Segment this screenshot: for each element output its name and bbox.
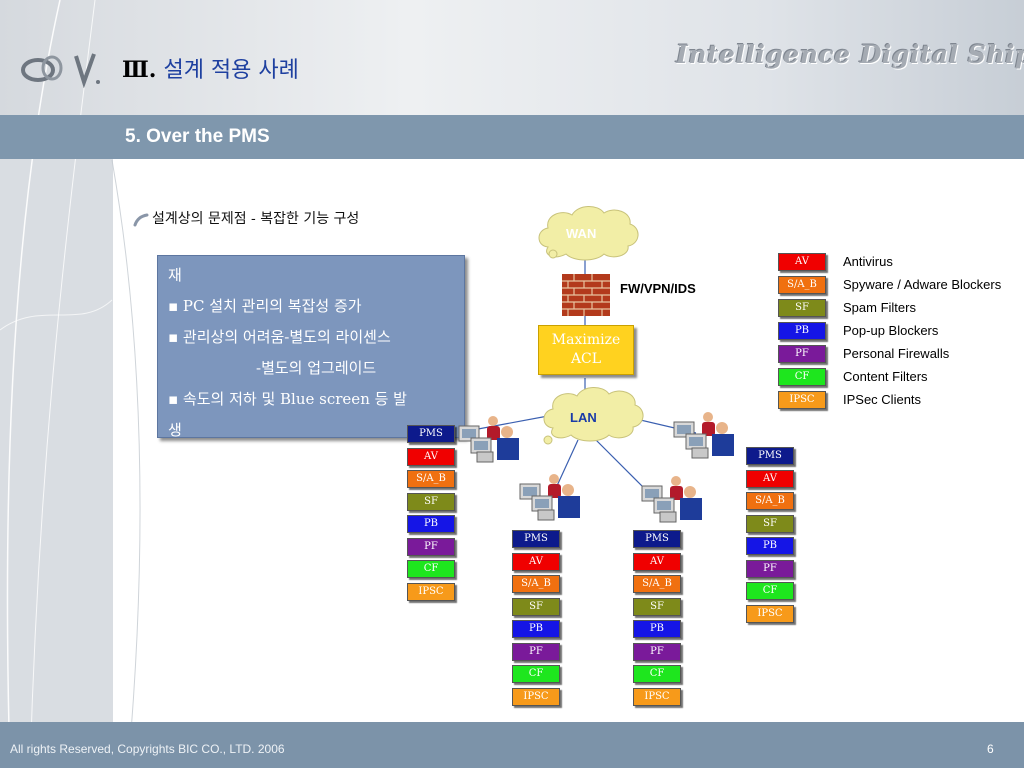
module-tag: PB	[407, 515, 455, 533]
module-tag: PMS	[407, 425, 455, 443]
legend-label: Content Filters	[843, 369, 928, 384]
legend-tag: AV	[778, 253, 826, 271]
module-tag: PF	[633, 642, 681, 661]
box-line: ▪ PC 설치 관리의 복잡성 증가	[168, 297, 362, 315]
module-tag: S/A_B	[633, 575, 681, 593]
module-tag: CF	[633, 665, 681, 683]
client-stack: PMS AV S/A_B SF PB PF CF IPSC	[512, 530, 562, 710]
module-tag: CF	[512, 665, 560, 683]
header-band	[0, 0, 1024, 115]
module-tag: PB	[633, 620, 681, 638]
module-tag: PB	[746, 537, 794, 555]
acl-box: Maximize ACL	[538, 325, 634, 375]
page-number: 6	[987, 742, 994, 756]
module-tag: AV	[407, 447, 455, 466]
wan-label: WAN	[566, 226, 597, 241]
lan-cloud	[543, 387, 644, 445]
module-tag: AV	[746, 469, 794, 488]
module-tag: SF	[407, 492, 455, 511]
module-tag: PB	[512, 620, 560, 638]
legend-tag: CF	[778, 368, 826, 386]
legend-tag: PB	[778, 322, 826, 340]
box-line: 재	[168, 266, 182, 284]
box-line: 생	[168, 421, 182, 439]
box-line: -별도의 업그레이드	[256, 359, 377, 377]
client-stack: PMS AV S/A_B SF PB PF CF IPSC	[633, 530, 683, 710]
module-tag: CF	[746, 582, 794, 600]
client-stack: PMS AV S/A_B SF PB PF CF IPSC	[407, 425, 457, 605]
legend-label: Spyware / Adware Blockers	[843, 277, 1002, 292]
lan-label: LAN	[570, 410, 597, 425]
brand-wordmark: Intelligence Digital Ship's	[676, 40, 1024, 69]
module-tag: PF	[407, 537, 455, 556]
problem-heading: 설계상의 문제점 - 복잡한 기능 구성	[152, 211, 360, 227]
module-tag: CF	[407, 560, 455, 578]
copyright-text: All rights Reserved, Copyrights BIC CO.,…	[10, 742, 285, 756]
legend-tag: S/A_B	[778, 276, 826, 294]
module-tag: SF	[633, 597, 681, 616]
module-tag: SF	[746, 514, 794, 533]
acl-line: ACL	[570, 351, 602, 367]
client-stack: PMS AV S/A_B SF PB PF CF IPSC	[746, 447, 796, 627]
legend-tag: IPSC	[778, 391, 826, 409]
problem-box: 재 ▪ PC 설치 관리의 복잡성 증가 ▪ 관리상의 어려움-별도의 라이센스…	[157, 255, 465, 439]
legend-tag: PF	[778, 345, 826, 363]
workstation-group-icon	[641, 476, 702, 523]
module-tag: SF	[512, 597, 560, 616]
module-tag: S/A_B	[407, 470, 455, 488]
legend-label: IPSec Clients	[843, 392, 922, 407]
module-tag: PMS	[633, 530, 681, 548]
section-title: 5. Over the PMS	[125, 126, 270, 147]
module-tag: IPSC	[512, 687, 560, 706]
module-tag: PMS	[512, 530, 560, 548]
footer-bar	[0, 722, 1024, 768]
wan-cloud	[538, 206, 639, 261]
box-line: ▪ 관리상의 어려움-별도의 라이센스	[168, 328, 391, 346]
module-tag: AV	[633, 552, 681, 571]
firewall-icon	[562, 274, 610, 316]
legend-label: Antivirus	[843, 254, 893, 269]
module-tag: PF	[512, 642, 560, 661]
title-number: Ⅲ.	[122, 57, 157, 83]
firewall-label: FW/VPN/IDS	[620, 281, 696, 296]
acl-line: Maximize	[551, 332, 621, 348]
module-tag: S/A_B	[512, 575, 560, 593]
title-text: 설계 적용 사례	[163, 58, 299, 83]
page-title: Ⅲ. 설계 적용 사례	[122, 52, 299, 84]
legend-tag: SF	[778, 299, 826, 317]
legend-label: Spam Filters	[843, 300, 916, 315]
bullet-icon	[133, 213, 149, 227]
module-tag: IPSC	[633, 687, 681, 706]
module-tag: IPSC	[407, 582, 455, 601]
workstation-group-icon	[519, 474, 580, 521]
legend-label: Personal Firewalls	[843, 346, 950, 361]
legend-label: Pop-up Blockers	[843, 323, 939, 338]
section-bar	[0, 115, 1024, 159]
module-tag: IPSC	[746, 604, 794, 623]
workstation-group-icon	[673, 412, 734, 459]
module-tag: S/A_B	[746, 492, 794, 510]
company-logo	[21, 53, 100, 88]
workstation-group-icon	[458, 416, 519, 463]
box-line: ▪ 속도의 저하 및 Blue screen 등 발	[168, 390, 407, 408]
module-tag: PMS	[746, 447, 794, 465]
module-tag: PF	[746, 559, 794, 578]
module-tag: AV	[512, 552, 560, 571]
